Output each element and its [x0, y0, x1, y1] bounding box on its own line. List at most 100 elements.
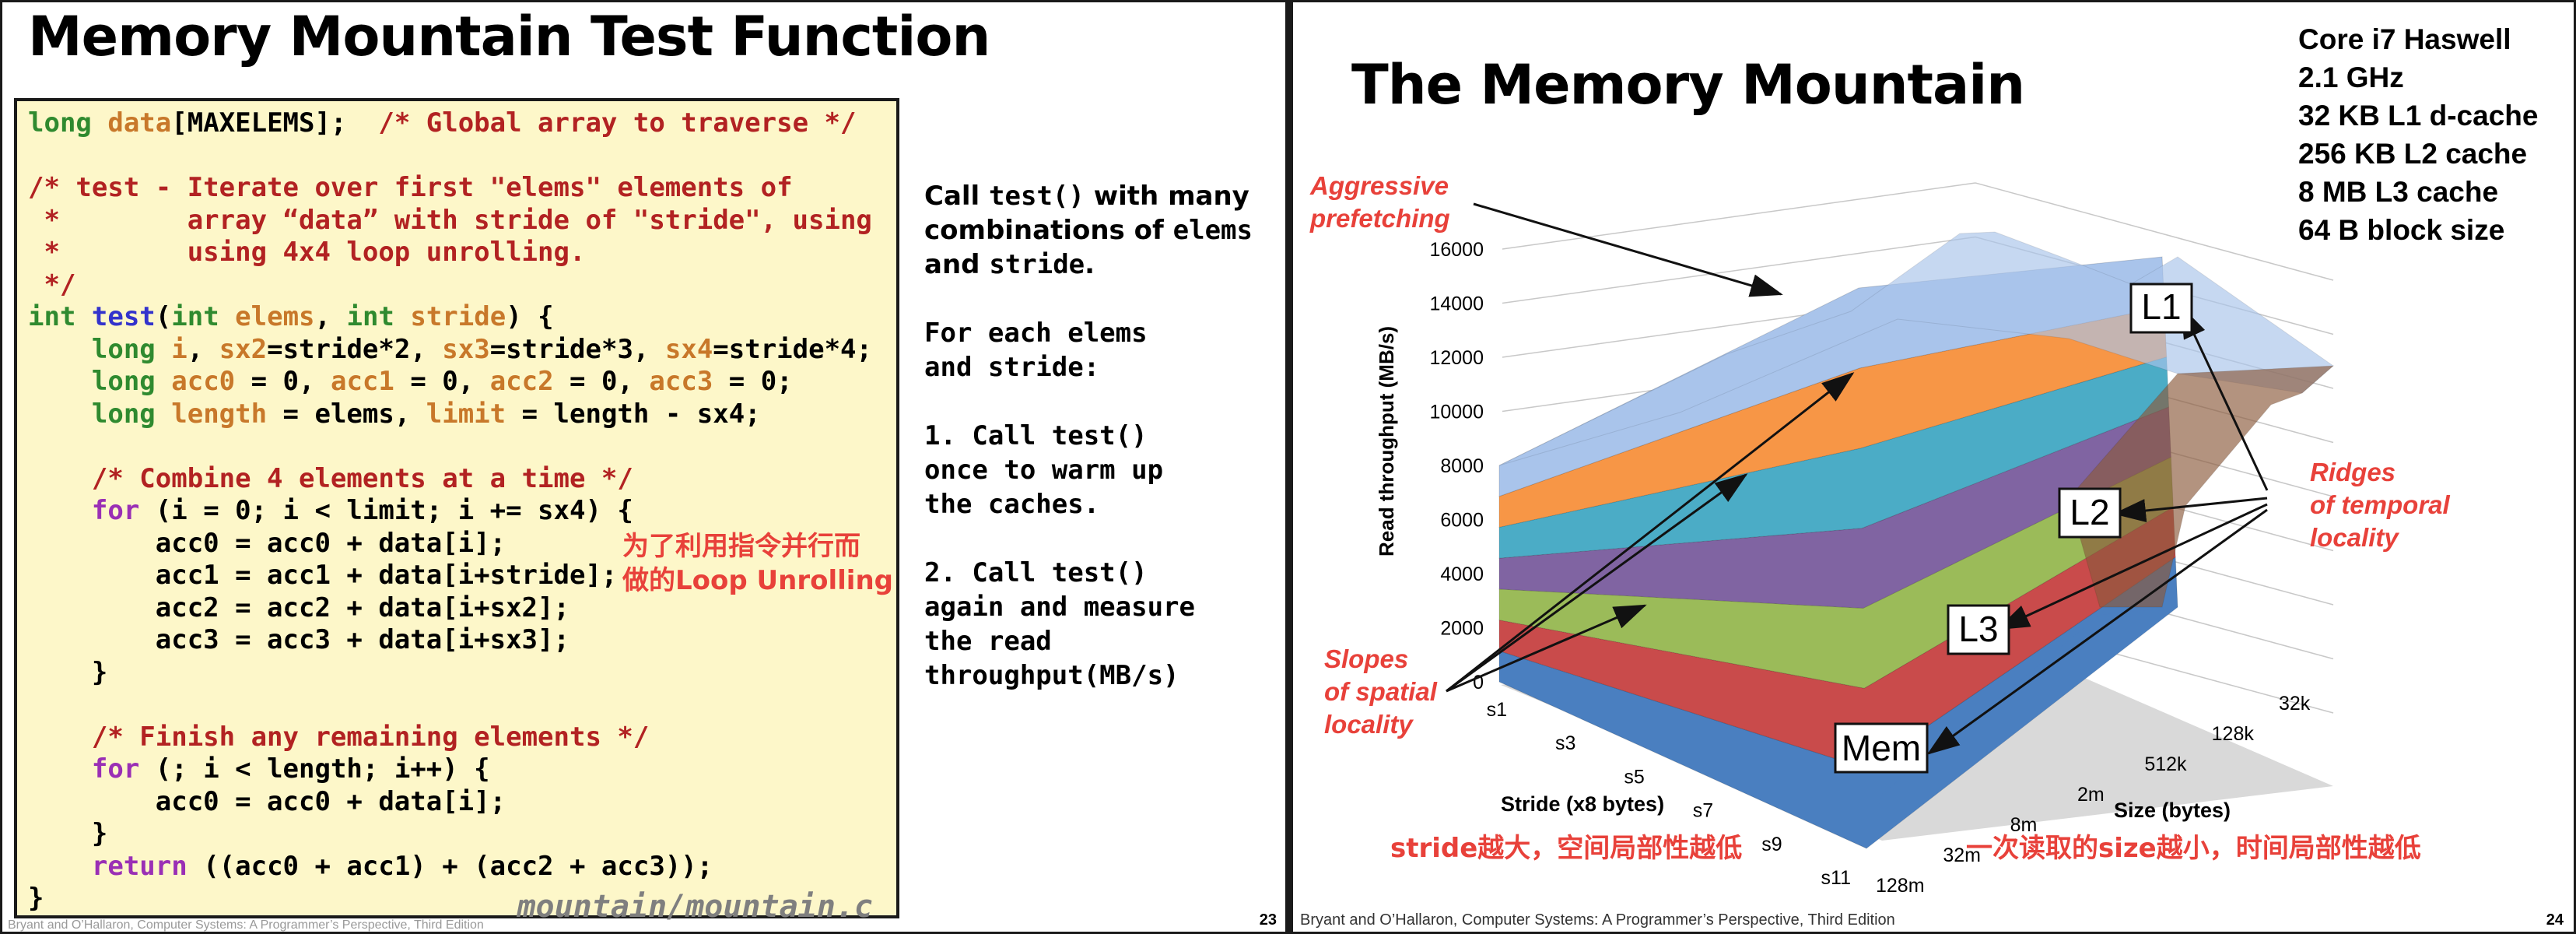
code-file-name: mountain/mountain.c [517, 889, 873, 925]
note-line: prefetching [1310, 204, 1450, 233]
arrow-slope-3 [1446, 604, 1647, 693]
code-line: acc2 = acc2 + data[i+sx2]; [28, 592, 872, 625]
y-tick-label: 6000 [1440, 510, 1484, 532]
code-token: /* Combine 4 elements at a time */ [91, 462, 633, 494]
size-tick-label: 32m [1943, 844, 1981, 866]
spec-block: 64 B block size [2298, 214, 2505, 246]
code-line: long i, sx2=stride*2, sx3=stride*3, sx4=… [28, 334, 872, 367]
code-line: int test(int elems, int stride) { [28, 301, 872, 334]
code-span: elems [1172, 215, 1253, 246]
procedure-description: Call test() with many combinations of el… [924, 179, 1253, 693]
stride-tick-label: s5 [1624, 766, 1644, 788]
code-token: acc0 = acc0 + data[i]; [28, 527, 506, 559]
stride-tick-label: s11 [1821, 867, 1851, 889]
code-token [28, 495, 92, 526]
code-token: acc1 = acc1 + data[i+stride]; [28, 560, 618, 591]
code-token: sx2 [219, 333, 268, 365]
code-line: /* Combine 4 elements at a time */ [28, 463, 872, 496]
size-tick-label: 32k [2279, 693, 2311, 715]
arrow-prefetch [1473, 202, 1783, 297]
y-axis-label: Read throughput (MB/s) [1375, 326, 1398, 557]
gridline [1502, 236, 1976, 304]
code-token: acc0 = acc0 + data[i]; [28, 785, 506, 817]
code-token: data [107, 107, 172, 139]
code-token [28, 851, 92, 882]
code-token: return [91, 850, 188, 882]
cache-label-mem: Mem [1834, 722, 1929, 774]
code-token: * using 4x4 loop unrolling. [28, 237, 586, 268]
code-token: elems [235, 301, 315, 332]
stride-tick-label: s7 [1693, 800, 1713, 822]
size-tick-label: 512k [2144, 753, 2187, 775]
code-token: , [314, 301, 347, 332]
code-line: /* Finish any remaining elements */ [28, 722, 872, 754]
machine-specs: Core i7 Haswell 2.1 GHz 32 KB L1 d-cache… [2298, 20, 2538, 249]
code-token: } [28, 656, 108, 688]
cache-label-l2-text: L2 [2070, 492, 2109, 532]
code-token: ) { [506, 301, 554, 332]
code-token: =stride*4; [713, 333, 872, 365]
code-token: for [91, 753, 140, 785]
step-1-line-1: 1. Call test() [924, 420, 1148, 451]
slide-memory-mountain: The Memory Mountain Core i7 Haswell 2.1 … [1291, 0, 2576, 934]
code-token: * array “data” with stride of "stride", … [28, 204, 872, 236]
gridline [1502, 182, 1976, 250]
code-token [28, 334, 92, 365]
code-line: acc0 = acc0 + data[i]; [28, 786, 872, 819]
arrow-slope-2 [1446, 473, 1748, 693]
code-token: = length - sx4; [506, 398, 761, 430]
code-token: acc0 [171, 366, 236, 397]
arrow-ridge-mem [1926, 508, 2268, 755]
cache-label-l2: L2 [2058, 487, 2122, 539]
code-line: acc0 = acc0 + data[i]; [28, 528, 872, 560]
code-line [28, 140, 872, 173]
note-line: locality [1324, 710, 1413, 739]
code-text: long data[MAXELEMS]; /* Global array to … [28, 107, 872, 915]
code-line: return ((acc0 + acc1) + (acc2 + acc3)); [28, 851, 872, 883]
code-token: int [346, 301, 411, 332]
slide-separator [1288, 0, 1291, 934]
code-token [28, 366, 92, 397]
arrow-ridge-l1 [2180, 305, 2269, 491]
slide-title: The Memory Mountain [1351, 53, 2025, 117]
code-token: test [91, 301, 156, 332]
spec-clock: 2.1 GHz [2298, 61, 2404, 93]
cache-label-mem-text: Mem [1842, 728, 1921, 768]
arrow-slope-1 [1446, 372, 1855, 693]
y-tick-label: 12000 [1429, 347, 1484, 369]
code-token: i [171, 333, 188, 365]
code-span: stride [989, 249, 1085, 280]
cache-label-l3-text: L3 [1958, 609, 1998, 649]
code-token: long [91, 398, 172, 430]
step-2-line-1: 2. Call test() [924, 557, 1148, 588]
code-span: test() [989, 181, 1085, 212]
code-token: ( [155, 301, 172, 332]
stride-axis-label: Stride (x8 bytes) [1501, 792, 1664, 816]
annotation-arrows [1446, 202, 2269, 755]
code-token [28, 753, 92, 785]
code-line [28, 689, 872, 722]
surface-plateau [1498, 231, 2334, 466]
page-number: 24 [2546, 911, 2564, 929]
code-line: } [28, 818, 872, 851]
stride-tick-label: s1 [1487, 699, 1507, 721]
spec-l1: 32 KB L1 d-cache [2298, 100, 2539, 132]
code-token: } [28, 883, 44, 914]
code-token: /* Finish any remaining elements */ [91, 721, 650, 753]
text-span: combinations of [924, 215, 1173, 246]
loop-unrolling-note: 为了利用指令并行而 做的Loop Unrolling [622, 529, 893, 598]
note-stride-cn: stride越大，空间局部性越低 [1390, 833, 1743, 864]
code-line: long data[MAXELEMS]; /* Global array to … [28, 107, 872, 140]
code-token: int [171, 301, 236, 332]
note-slopes-spatial-locality: Slopes of spatial locality [1324, 643, 1437, 741]
cache-label-l1-text: L1 [2141, 286, 2181, 327]
note-line: Slopes [1324, 644, 1409, 673]
code-token [28, 463, 92, 494]
step-2-line-4: throughput(MB/s) [924, 660, 1179, 691]
y-tick-label: 14000 [1429, 293, 1484, 315]
y-tick-label: 2000 [1440, 618, 1484, 640]
for-each-line-1: For each elems [924, 318, 1148, 349]
arrow-ridge-l2 [2113, 497, 2268, 522]
